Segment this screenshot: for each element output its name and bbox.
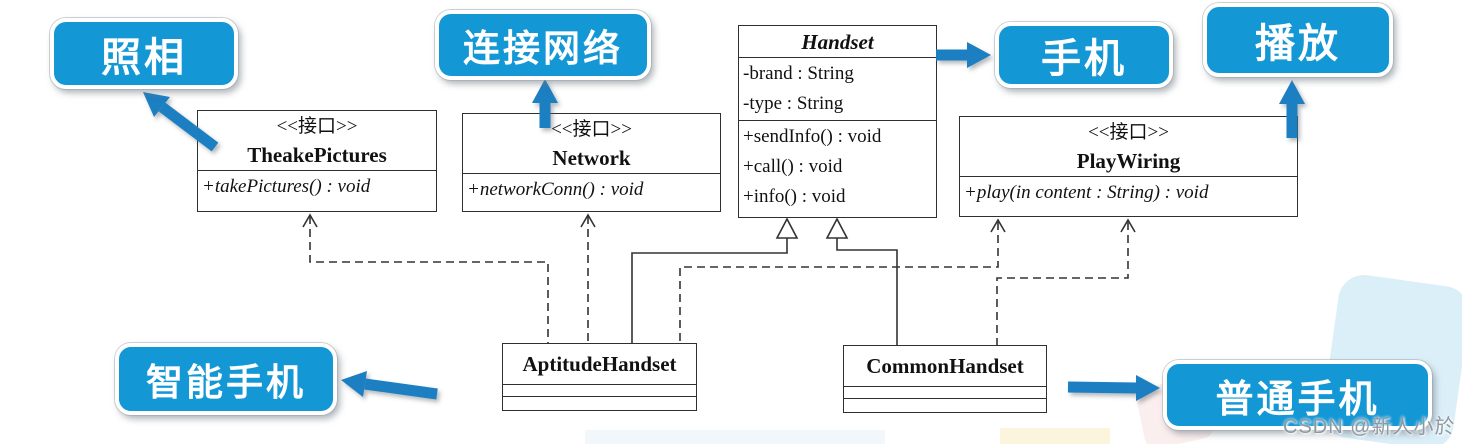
class-operation: +play(in content : String) : void bbox=[964, 182, 1209, 203]
csdn-watermark: CSDN @新人小於 bbox=[1283, 416, 1456, 438]
empty-attributes-compartment bbox=[503, 384, 696, 396]
generalization-aptitude-handset bbox=[631, 238, 788, 343]
stereotype-label: <<接口>> bbox=[1088, 122, 1169, 143]
class-operation: +info() : void bbox=[743, 186, 846, 207]
callout-arrow-network bbox=[532, 79, 558, 128]
class-name: Network bbox=[552, 146, 631, 170]
class-operation: +takePictures() : void bbox=[202, 176, 371, 197]
callout-connect-network: 连接网络 bbox=[435, 10, 651, 80]
class-box-network: <<接口>> Network +networkConn() : void bbox=[462, 113, 721, 212]
generalization-common-handset bbox=[836, 238, 898, 345]
class-box-commonhandset: CommonHandset bbox=[843, 345, 1047, 413]
open-arrowhead-icon bbox=[990, 218, 1006, 233]
class-attribute: -brand : String bbox=[743, 63, 854, 84]
class-operation: +sendInfo() : void bbox=[743, 126, 882, 147]
class-name: AptitudeHandset bbox=[522, 352, 677, 376]
class-operation: +call() : void bbox=[743, 156, 843, 177]
open-arrowhead-icon bbox=[580, 213, 596, 228]
class-name: PlayWiring bbox=[1076, 149, 1181, 173]
class-box-aptitudehandset: AptitudeHandset bbox=[502, 343, 697, 411]
class-box-theakepictures: <<接口>> TheakePictures +takePictures() : … bbox=[197, 110, 437, 212]
callout-arrow-common bbox=[1067, 375, 1160, 401]
class-box-handset: Handset -brand : String -type : String +… bbox=[738, 25, 937, 218]
callout-arrow-photo bbox=[143, 92, 219, 152]
callout-arrow-play bbox=[1279, 80, 1305, 138]
open-arrowhead-icon bbox=[302, 213, 318, 228]
callout-common-handset: 普通手机 bbox=[1163, 360, 1432, 430]
realization-common-playwiring bbox=[996, 222, 1129, 345]
hollow-triangle-icon bbox=[825, 217, 849, 239]
stereotype-label: <<接口>> bbox=[551, 119, 632, 140]
hollow-triangle-icon bbox=[775, 217, 799, 239]
open-arrowhead-icon bbox=[1120, 218, 1136, 233]
class-attribute: -type : String bbox=[743, 93, 844, 114]
class-name: TheakePictures bbox=[247, 143, 387, 167]
class-operation: +networkConn() : void bbox=[467, 179, 644, 200]
class-name: Handset bbox=[801, 30, 874, 54]
stereotype-label: <<接口>> bbox=[276, 116, 358, 137]
empty-operations-compartment bbox=[503, 396, 696, 408]
callout-smart-handset: 智能手机 bbox=[115, 343, 337, 415]
callout-photo: 照相 bbox=[50, 18, 238, 89]
empty-operations-compartment bbox=[844, 398, 1046, 410]
class-name: CommonHandset bbox=[866, 354, 1024, 378]
class-box-playwiring: <<接口>> PlayWiring +play(in content : Str… bbox=[959, 116, 1298, 217]
callout-play: 播放 bbox=[1203, 3, 1393, 77]
empty-attributes-compartment bbox=[844, 386, 1046, 398]
callout-arrow-smart bbox=[341, 371, 438, 400]
callout-handset: 手机 bbox=[995, 22, 1173, 88]
callout-arrow-handset bbox=[936, 42, 991, 68]
